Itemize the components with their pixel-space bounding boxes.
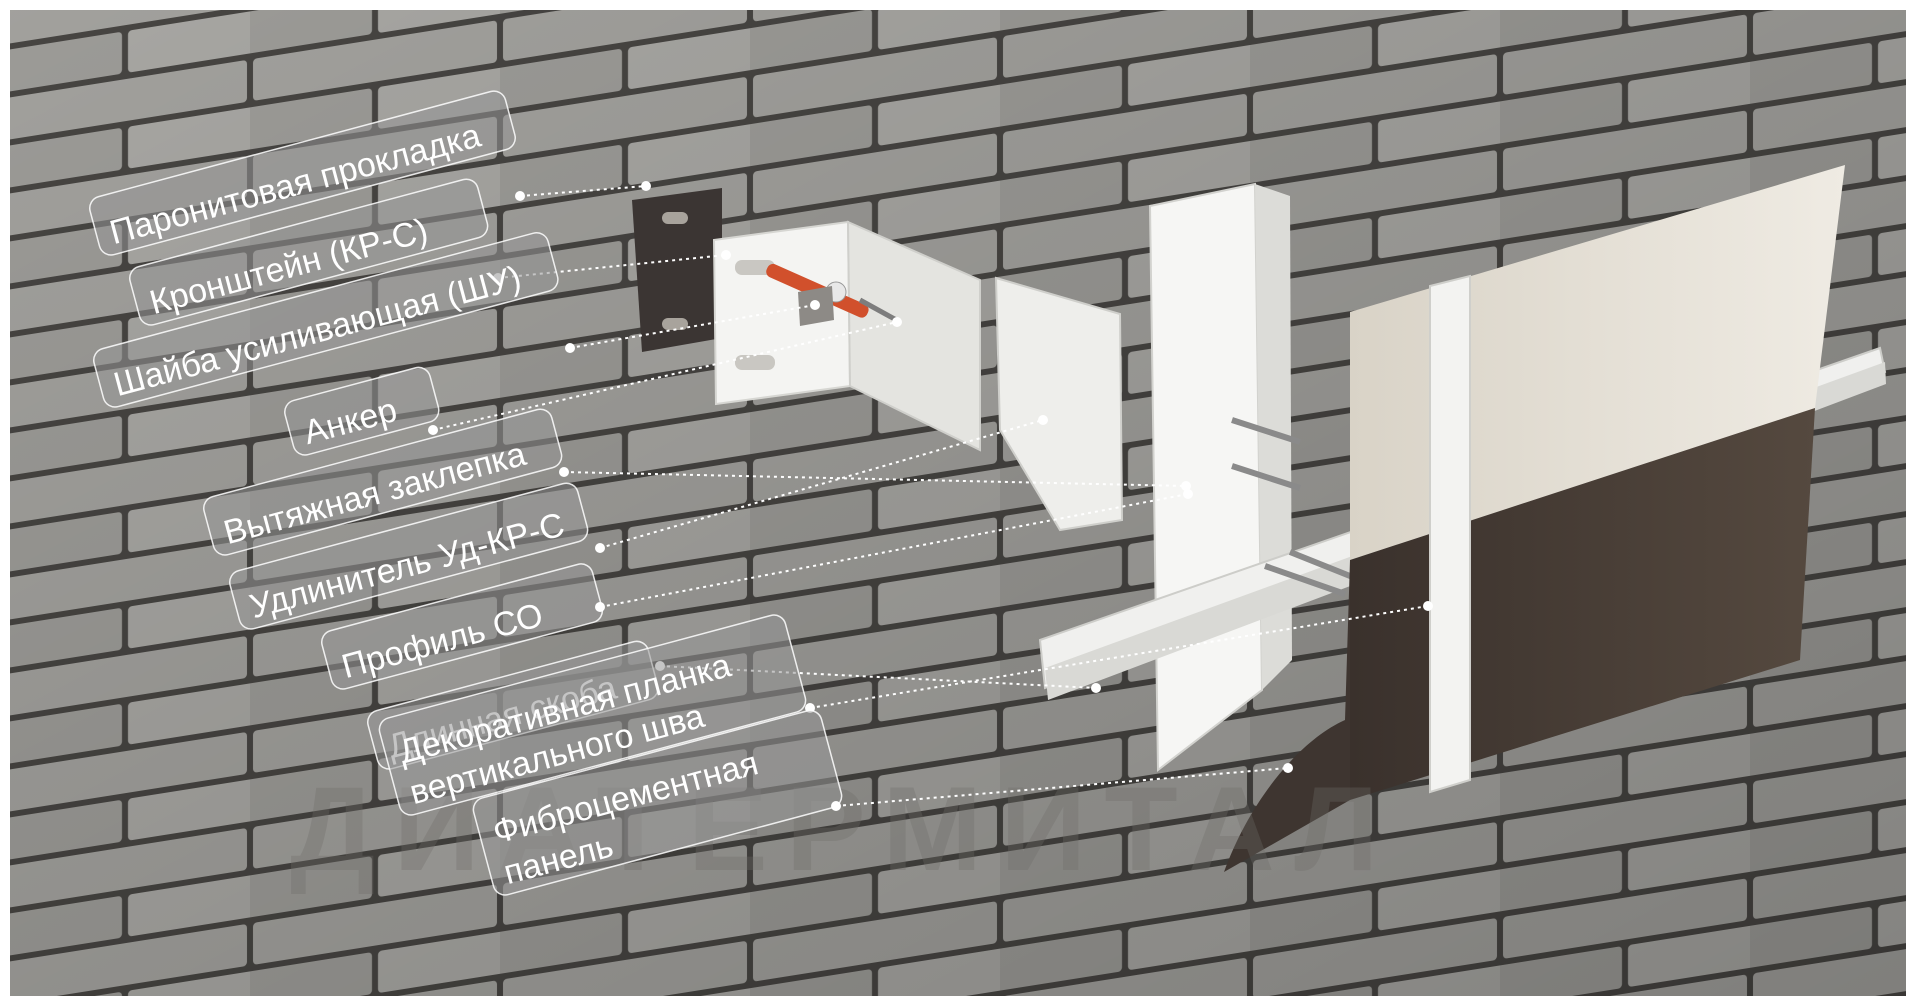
leader-dot (831, 801, 841, 811)
leader-dot (1091, 683, 1101, 693)
leader-dot (810, 300, 820, 310)
leader-dot (565, 343, 575, 353)
leader-dot (1423, 601, 1433, 611)
leader-dot (595, 602, 605, 612)
leader-dot (559, 467, 569, 477)
leader-dot (1283, 763, 1293, 773)
leader-dot (428, 425, 438, 435)
leader-dot (595, 543, 605, 553)
leader-dot (641, 181, 651, 191)
leader-dot (1183, 489, 1193, 499)
leader-dot (1038, 415, 1048, 425)
leader-dot (721, 250, 731, 260)
leader-dot (892, 317, 902, 327)
leader-dot (515, 191, 525, 201)
paronite-gasket (632, 188, 722, 352)
